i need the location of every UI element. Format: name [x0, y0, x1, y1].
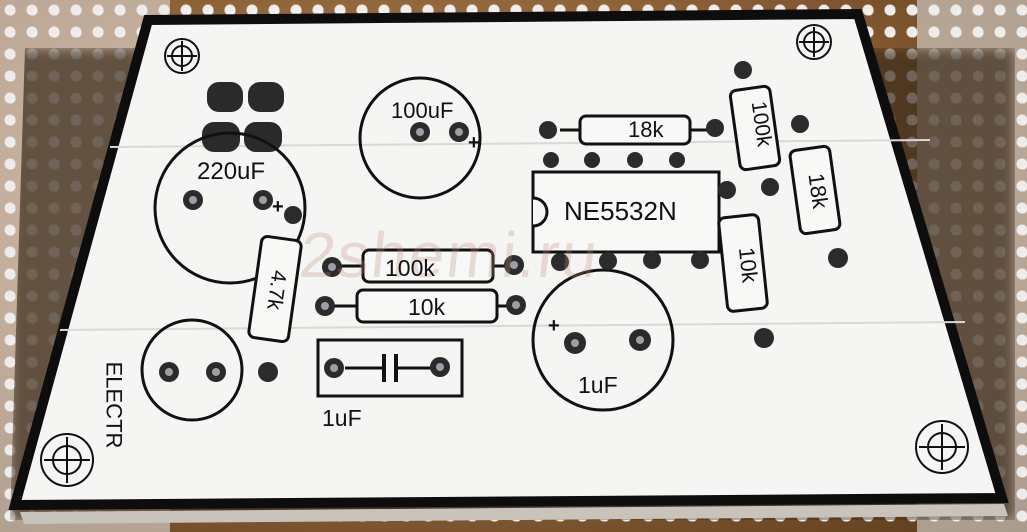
pcb-edge	[20, 504, 1008, 524]
cap-1uf-outline	[531, 268, 675, 412]
pad-holes	[165, 128, 644, 376]
crease-line	[59, 321, 966, 331]
resistor-label-10k: 10k	[408, 294, 446, 320]
label-1uf-electrolytic: 1uF	[578, 372, 618, 398]
ic-outline	[531, 170, 721, 254]
input-pads	[202, 82, 284, 152]
film-cap-outline	[316, 338, 464, 398]
label-electret: ELECTR	[101, 361, 127, 449]
label-1uf-film: 1uF	[322, 405, 362, 431]
ic-label: NE5532N	[564, 196, 677, 226]
label-220uf: 220uF	[197, 158, 266, 185]
label-100uf: 100uF	[391, 98, 454, 123]
cap-220uf-outline	[153, 131, 307, 285]
resistor-label-18k-right: 18k	[803, 171, 834, 211]
plus-sign-100uf: +	[468, 132, 480, 154]
mount-hole-bl	[40, 433, 94, 487]
watermark-text: 2shemi.ru	[296, 219, 603, 291]
resistor-bodies	[247, 84, 842, 344]
electret-outline	[140, 318, 244, 422]
resistor-label-100k: 100k	[385, 255, 435, 281]
resistor-label-10k-right: 10k	[733, 245, 763, 284]
cap-100uf-outline	[358, 76, 482, 200]
resistor-label-18k-top: 18k	[628, 117, 664, 142]
mount-hole-tl	[164, 38, 200, 74]
mount-hole-br	[915, 420, 969, 474]
mount-hole-tr	[796, 24, 832, 60]
plus-sign-220uf: +	[272, 196, 284, 218]
plus-sign-1uf: +	[548, 315, 560, 337]
